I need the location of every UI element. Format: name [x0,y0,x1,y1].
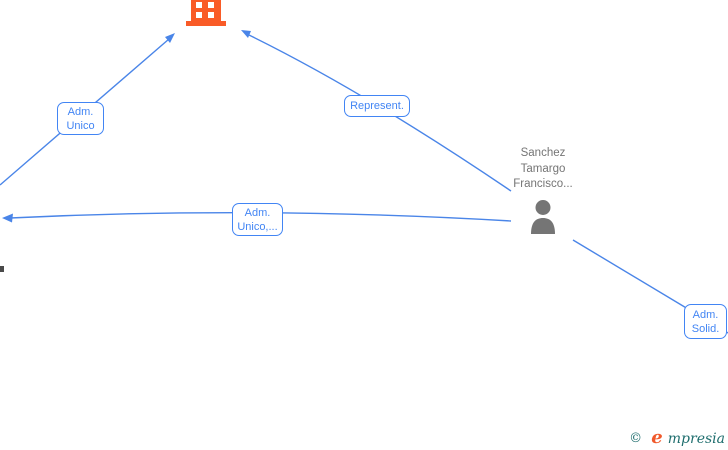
empresia-watermark: © e mpresia [629,427,725,448]
person-icon [531,199,555,234]
edge-label-adm-unico-more[interactable]: Adm. Unico,... [232,203,283,236]
person-name-line: Tamargo [520,162,566,175]
edge-label-line: Adm. [244,206,271,219]
person-name-line: Francisco... [513,178,573,190]
brand-name: mpresia [667,431,725,447]
clipped-edge-fragment [0,266,4,272]
person-name-line: Sanchez [520,147,566,159]
person-name: Sanchez Tamargo Francisco... [497,146,589,193]
edge-label-line: Unico [66,119,95,132]
edge-label-represent[interactable]: Represent. [344,95,410,117]
company-node[interactable] [186,0,226,27]
edge-label-line: Solid. [691,322,720,335]
arrowhead-up-left-icon [241,30,251,38]
edge-label-line: Adm. [67,105,94,118]
edge-label-line: Unico,... [237,220,278,233]
edge-label-line: Represent. [350,100,404,112]
edge-label-line: Adm. [692,308,719,321]
person-node[interactable]: Sanchez Tamargo Francisco... [497,146,589,234]
arrowhead-left-icon [2,213,13,223]
arrowhead-up-right-icon [165,33,175,43]
edge-label-adm-unico[interactable]: Adm. Unico [57,102,104,135]
copyright-icon: © [629,431,643,446]
brand-initial: e [651,427,663,448]
building-icon [186,0,226,26]
edge-label-adm-solid[interactable]: Adm. Solid. [684,304,727,339]
